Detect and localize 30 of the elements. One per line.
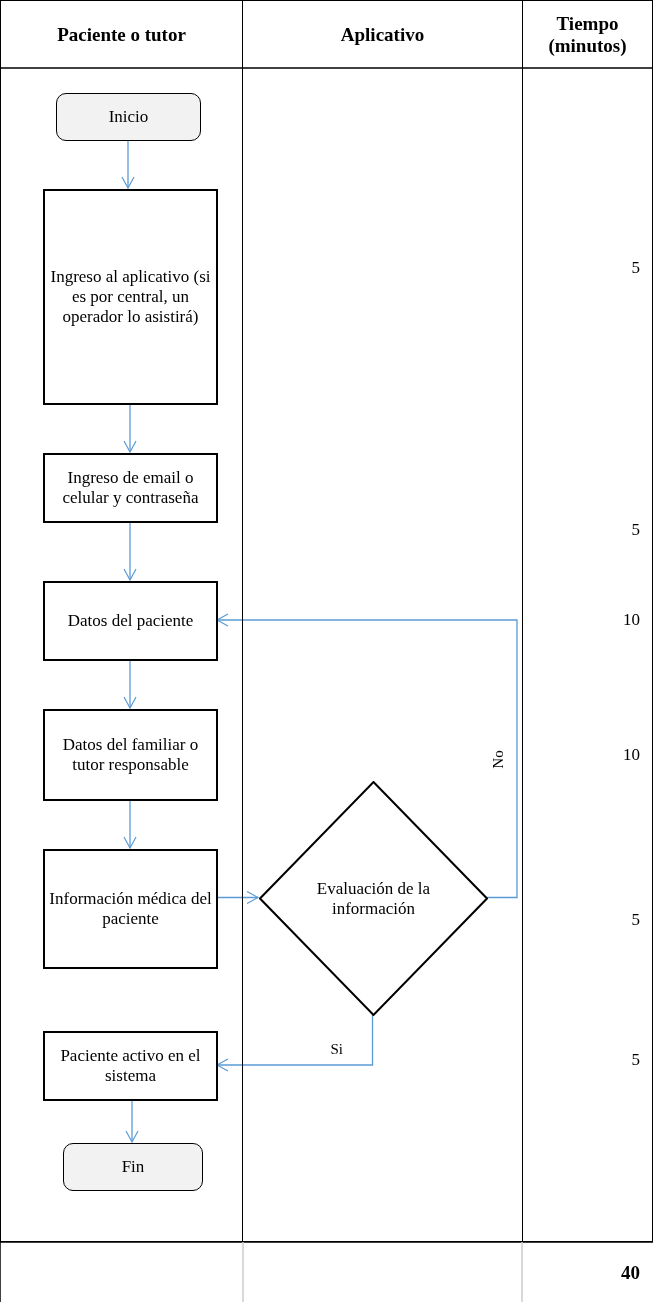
process-box: Información médica del paciente [43,849,218,969]
time-value: 5 [630,1050,640,1070]
decision-diamond: Evaluación de la información [259,781,488,1016]
time-value: 5 [630,258,640,278]
arrow [123,403,137,453]
lane-header: Paciente o tutor [57,24,186,46]
swimlane [0,0,243,1242]
time-value: 5 [630,910,640,930]
terminal-box: Fin [63,1143,203,1191]
process-box: Datos del familiar o tutor responsable [43,709,218,801]
swimlane [242,0,523,1242]
arrow [125,1099,139,1143]
total-time: 40 [620,1262,640,1284]
lane-header: Tiempo (minutos) [547,13,628,57]
terminal-box: Inicio [56,93,201,141]
lane-header: Aplicativo [340,24,425,46]
arrow [123,521,137,581]
edge-label: Si [330,1041,343,1058]
arrow [121,139,135,189]
process-box: Ingreso de email o celular y contraseña [43,453,218,523]
time-value: 5 [630,520,640,540]
process-box: Ingreso al aplicativo (si es por central, un operador lo asistirá) [43,189,218,405]
time-value: 10 [622,610,640,630]
process-box: Paciente activo en el sistema [43,1031,218,1101]
process-box: Datos del paciente [43,581,218,661]
time-value: 10 [622,745,640,765]
swimlane [522,0,653,1242]
arrow [123,659,137,709]
arrow [123,799,137,849]
edge-label: No [489,750,507,769]
